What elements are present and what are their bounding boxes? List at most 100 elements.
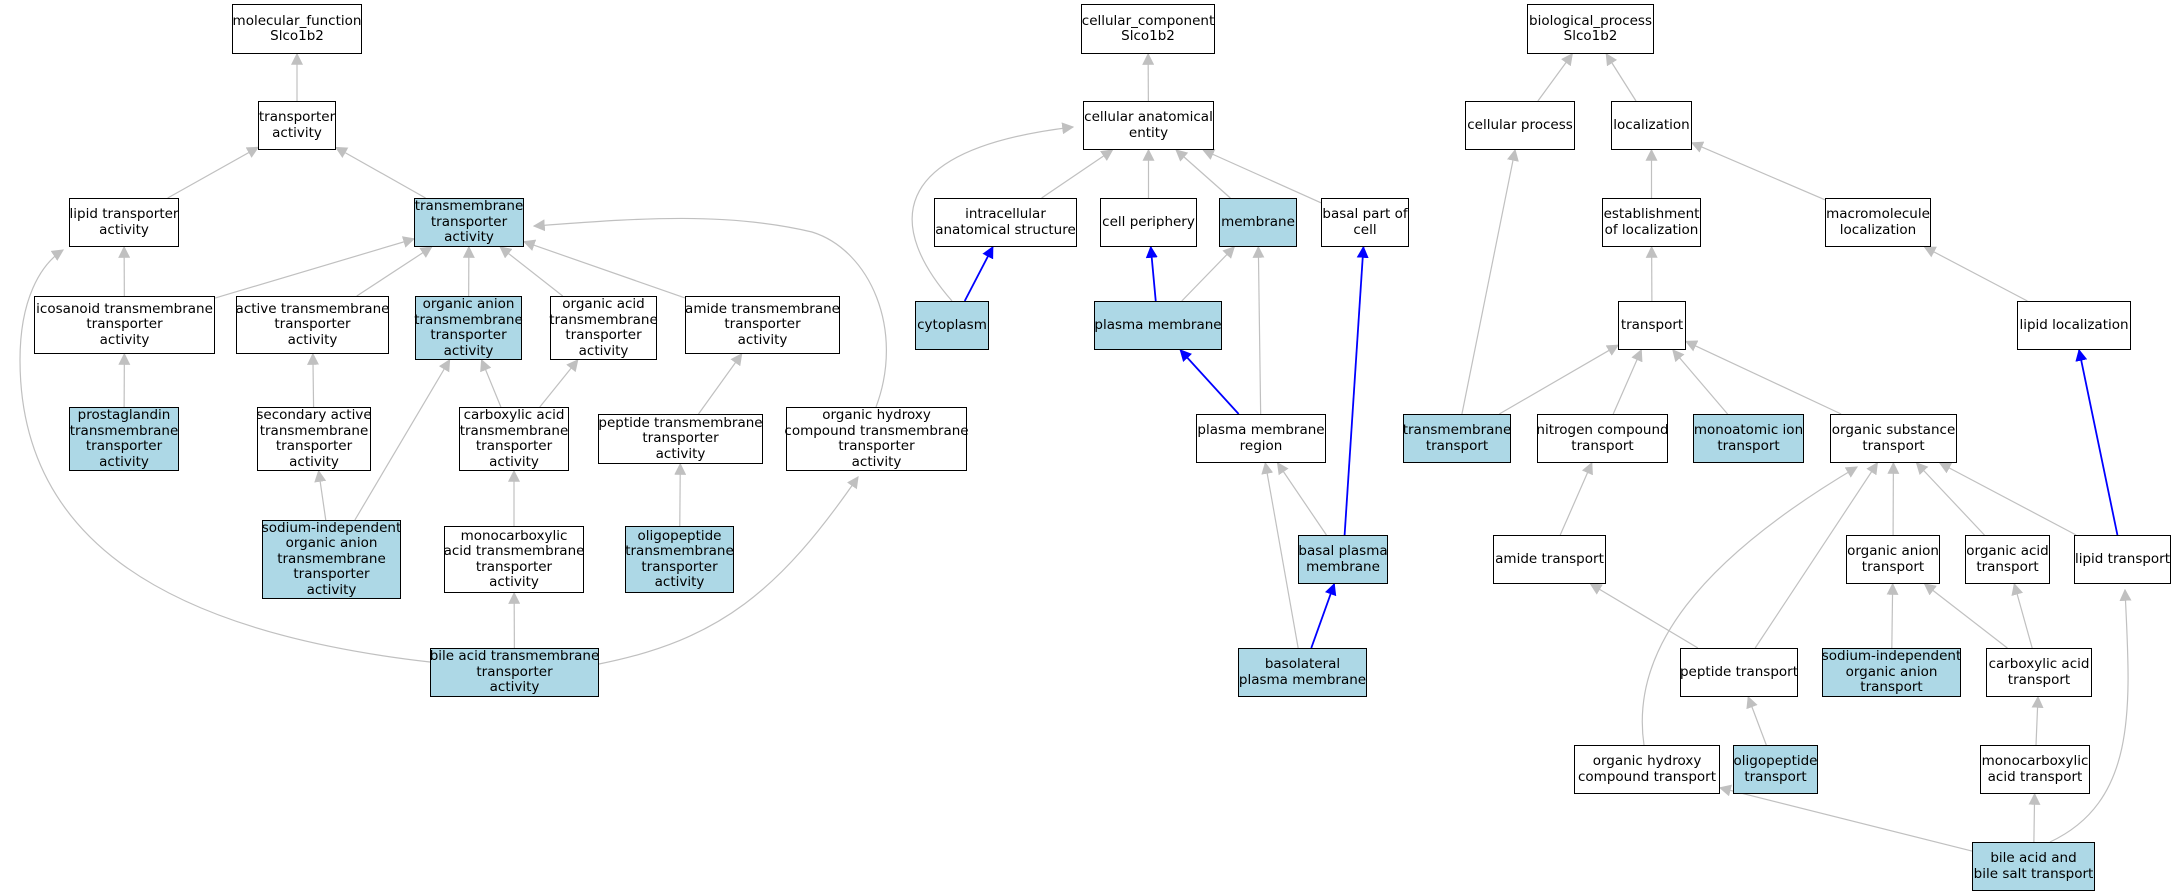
edge-lipid-transport-to-organic-substance-transport bbox=[1938, 462, 2077, 536]
go-term-bile-acid-tm[interactable]: bile acid transmembrane transporter acti… bbox=[429, 648, 600, 697]
edge-active-tm-to-transmembrane-transporter-activity bbox=[356, 246, 433, 297]
edge-basolateral-plasma-membrane-to-plasma-membrane-region bbox=[1261, 461, 1299, 649]
go-term-transport[interactable]: transport bbox=[1618, 301, 1686, 350]
go-term-cytoplasm[interactable]: cytoplasm bbox=[915, 301, 989, 350]
edge-lipid-transporter-activity-to-transporter-activity bbox=[167, 146, 260, 199]
edge-carboxylic-acid-transport-to-organic-acid-transport bbox=[2011, 582, 2033, 649]
edge-intracellular-anatomical-structure-to-cellular-anatomical-entity bbox=[1041, 149, 1114, 199]
go-term-oligopeptide-tm[interactable]: oligopeptide transmembrane transporter a… bbox=[625, 526, 734, 593]
go-term-lipid-localization[interactable]: lipid localization bbox=[2017, 301, 2131, 350]
go-term-basal-plasma-membrane[interactable]: basal plasma membrane bbox=[1298, 535, 1388, 584]
go-term-cell-periphery[interactable]: cell periphery bbox=[1100, 198, 1197, 247]
edge-peptide-transport-to-amide-transport bbox=[1589, 583, 1699, 649]
edge-bile-acid-transport-to-lipid-transport bbox=[2049, 588, 2132, 843]
go-term-transmembrane-transport[interactable]: transmembrane transport bbox=[1403, 414, 1511, 463]
edge-cytoplasm-to-intracellular-anatomical-structure bbox=[963, 245, 994, 302]
go-term-organic-anion-transport[interactable]: organic anion transport bbox=[1846, 535, 1940, 584]
go-term-organic-hydroxy-transport[interactable]: organic hydroxy compound transport bbox=[1574, 745, 1720, 794]
go-term-active-tm[interactable]: active transmembrane transporter activit… bbox=[236, 296, 389, 354]
edge-basal-plasma-membrane-to-basal-part-of-cell bbox=[1343, 245, 1369, 536]
go-term-nitrogen-compound-transport[interactable]: nitrogen compound transport bbox=[1536, 414, 1669, 463]
edge-sodium-independent-oa-tm-to-secondary-active-tm bbox=[314, 469, 327, 521]
edge-nitrogen-compound-transport-to-transport bbox=[1612, 348, 1643, 415]
go-term-monocarboxylic-acid-transport[interactable]: monocarboxylic acid transport bbox=[1980, 745, 2090, 794]
edge-plasma-membrane-to-membrane bbox=[1181, 246, 1236, 302]
edge-organic-substance-transport-to-transport bbox=[1684, 340, 1842, 415]
go-term-plasma-membrane[interactable]: plasma membrane bbox=[1094, 301, 1222, 350]
edge-peptide-transport-to-organic-substance-transport bbox=[1754, 461, 1878, 649]
edge-bile-acid-tm-to-lipid-transporter-activity bbox=[19, 249, 431, 663]
go-term-carboxylic-acid-transport[interactable]: carboxylic acid transport bbox=[1986, 648, 2092, 697]
go-term-organic-hydroxy-tm[interactable]: organic hydroxy compound transmembrane t… bbox=[784, 407, 969, 471]
edge-plasma-membrane-to-cell-periphery bbox=[1145, 245, 1158, 302]
edge-organic-hydroxy-transport-to-organic-substance-transport bbox=[1641, 466, 1859, 746]
go-term-icosanoid-tm[interactable]: icosanoid transmembrane transporter acti… bbox=[34, 296, 215, 354]
go-term-secondary-active-tm[interactable]: secondary active transmembrane transport… bbox=[256, 407, 372, 471]
edge-oligopeptide-transport-to-peptide-transport bbox=[1746, 695, 1767, 746]
go-term-establishment-of-localization[interactable]: establishment of localization bbox=[1602, 198, 1701, 247]
edge-basal-plasma-membrane-to-plasma-membrane-region bbox=[1276, 462, 1327, 536]
edge-oligopeptide-tm-to-peptide-tm bbox=[674, 462, 687, 527]
edge-plasma-membrane-region-to-membrane bbox=[1252, 245, 1265, 415]
edge-sodium-independent-oa-tm-to-organic-anion-tm bbox=[354, 358, 451, 521]
go-term-plasma-membrane-region[interactable]: plasma membrane region bbox=[1196, 414, 1326, 463]
edge-amide-transport-to-nitrogen-compound-transport bbox=[1559, 461, 1593, 536]
edge-localization-to-bp-root bbox=[1605, 52, 1637, 102]
go-term-amide-tm[interactable]: amide transmembrane transporter activity bbox=[685, 296, 840, 354]
edge-basal-part-of-cell-to-cellular-anatomical-entity bbox=[1202, 148, 1322, 204]
edge-sodium-independent-oa-transport-to-organic-anion-transport bbox=[1886, 582, 1899, 649]
go-term-amide-transport[interactable]: amide transport bbox=[1493, 535, 1606, 584]
edge-amide-tm-to-transmembrane-transporter-activity bbox=[522, 239, 686, 299]
go-term-basolateral-plasma-membrane[interactable]: basolateral plasma membrane bbox=[1238, 648, 1367, 697]
go-term-transmembrane-transporter-activity[interactable]: transmembrane transporter activity bbox=[414, 198, 524, 247]
go-term-transporter-activity[interactable]: transporter activity bbox=[258, 101, 336, 150]
edge-lipid-transport-to-lipid-localization bbox=[2075, 348, 2119, 536]
go-term-bp-root[interactable]: biological_process Slco1b2 bbox=[1527, 4, 1654, 54]
go-term-prostaglandin-tm[interactable]: prostaglandin transmembrane transporter … bbox=[69, 407, 179, 471]
go-term-localization[interactable]: localization bbox=[1611, 101, 1692, 150]
go-term-intracellular-anatomical-structure[interactable]: intracellular anatomical structure bbox=[934, 198, 1077, 247]
go-term-peptide-transport[interactable]: peptide transport bbox=[1680, 648, 1798, 697]
go-term-sodium-independent-oa-tm[interactable]: sodium-independent organic anion transme… bbox=[261, 519, 402, 599]
go-term-lipid-transport[interactable]: lipid transport bbox=[2074, 535, 2171, 584]
go-term-organic-anion-tm[interactable]: organic anion transmembrane transporter … bbox=[414, 296, 523, 360]
edge-monocarboxylic-acid-transport-to-carboxylic-acid-transport bbox=[2031, 695, 2044, 746]
go-term-peptide-tm[interactable]: peptide transmembrane transporter activi… bbox=[598, 414, 763, 464]
go-term-carboxylic-acid-tm[interactable]: carboxylic acid transmembrane transporte… bbox=[459, 407, 569, 471]
go-term-mf-root[interactable]: molecular_function Slco1b2 bbox=[232, 4, 362, 54]
edge-organic-hydroxy-tm-to-transmembrane-transporter-activity bbox=[532, 217, 887, 408]
edge-icosanoid-tm-to-transmembrane-transporter-activity bbox=[214, 236, 416, 299]
edge-carboxylic-acid-transport-to-organic-anion-transport bbox=[1923, 583, 2008, 649]
edge-monoatomic-ion-transport-to-transport bbox=[1672, 349, 1729, 415]
edge-lipid-localization-to-macromolecule-localization bbox=[1923, 246, 2028, 302]
edge-macromolecule-localization-to-localization bbox=[1690, 141, 1826, 201]
edge-cellular-process-to-bp-root bbox=[1537, 53, 1573, 102]
edge-membrane-to-cellular-anatomical-entity bbox=[1175, 149, 1231, 199]
edge-plasma-membrane-region-to-plasma-membrane bbox=[1179, 349, 1240, 415]
go-term-cc-root[interactable]: cellular_component Slco1b2 bbox=[1081, 4, 1215, 54]
go-term-membrane[interactable]: membrane bbox=[1219, 198, 1297, 247]
go-term-monoatomic-ion-transport[interactable]: monoatomic ion transport bbox=[1693, 414, 1804, 463]
go-term-bile-acid-transport[interactable]: bile acid and bile salt transport bbox=[1972, 842, 2095, 891]
go-term-organic-acid-transport[interactable]: organic acid transport bbox=[1965, 535, 2050, 584]
edge-bile-acid-transport-to-organic-hydroxy-transport bbox=[1718, 784, 1973, 852]
edge-organic-acid-transport-to-organic-substance-transport bbox=[1915, 462, 1985, 536]
edge-carboxylic-acid-tm-to-organic-anion-tm bbox=[480, 358, 502, 408]
edge-secondary-active-tm-to-active-tm bbox=[307, 352, 320, 408]
edge-transmembrane-transporter-activity-to-transporter-activity bbox=[334, 146, 426, 199]
edge-peptide-tm-to-amide-tm bbox=[697, 353, 743, 415]
go-term-monocarboxylic-tm[interactable]: monocarboxylic acid transmembrane transp… bbox=[444, 526, 584, 593]
go-term-sodium-independent-oa-transport[interactable]: sodium-independent organic anion transpo… bbox=[1821, 648, 1962, 697]
go-term-basal-part-of-cell[interactable]: basal part of cell bbox=[1321, 198, 1409, 247]
edge-bile-acid-tm-to-organic-hydroxy-tm bbox=[598, 476, 859, 665]
go-term-organic-acid-tm[interactable]: organic acid transmembrane transporter a… bbox=[549, 296, 658, 360]
go-term-lipid-transporter-activity[interactable]: lipid transporter activity bbox=[69, 198, 179, 247]
go-term-cellular-anatomical-entity[interactable]: cellular anatomical entity bbox=[1083, 101, 1214, 150]
go-term-organic-substance-transport[interactable]: organic substance transport bbox=[1830, 414, 1957, 463]
go-term-cellular-process[interactable]: cellular process bbox=[1465, 101, 1575, 150]
go-term-oligopeptide-transport[interactable]: oligopeptide transport bbox=[1733, 745, 1818, 794]
edge-basolateral-plasma-membrane-to-basal-plasma-membrane bbox=[1310, 582, 1337, 649]
edge-organic-acid-tm-to-transmembrane-transporter-activity bbox=[499, 246, 564, 297]
go-term-macromolecule-localization[interactable]: macromolecule localization bbox=[1825, 198, 1931, 247]
